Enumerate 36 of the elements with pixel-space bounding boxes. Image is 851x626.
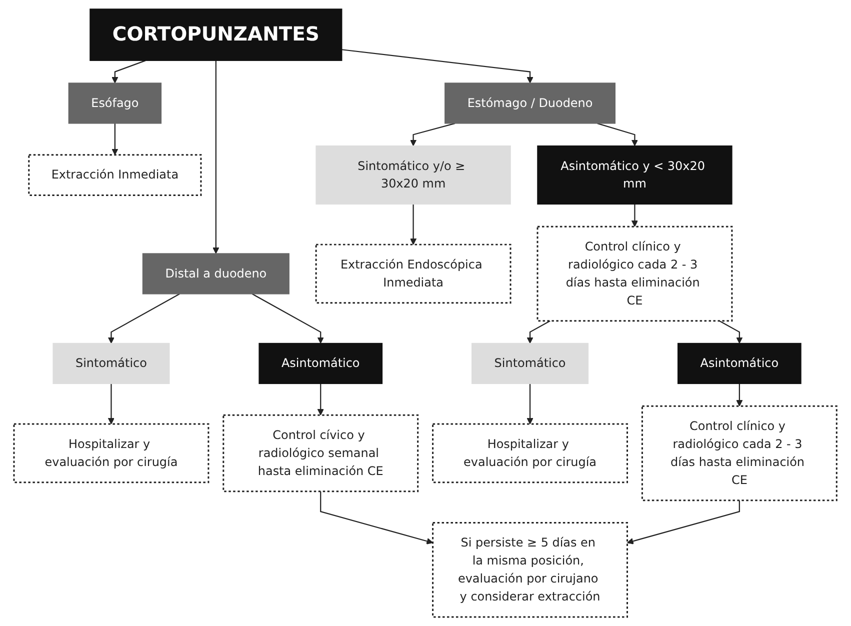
node-box: Hospitalizar y evaluación por cirugía — [13, 423, 210, 484]
node-box: Asintomático — [258, 342, 383, 384]
node-box: Hospitalizar y evaluación por cirugía — [432, 423, 628, 484]
node-box: Asintomático y < 30x20 mm — [537, 145, 732, 205]
arrow — [526, 384, 534, 424]
arrow — [410, 204, 417, 245]
node-box: Esófago — [68, 82, 162, 124]
arrow — [112, 60, 146, 84]
node-box: Sintomático — [52, 342, 170, 384]
arrow — [526, 320, 551, 344]
arrow — [108, 293, 180, 344]
node-box: Asintomático — [678, 342, 802, 384]
arrow — [112, 123, 118, 156]
node-box: Estómago / Duodeno — [444, 82, 616, 124]
arrow — [719, 320, 743, 344]
node-box: Control clínico y radiológico cada 2 - 3 días hasta eliminación CE — [642, 405, 838, 502]
node-box: Control clínico y radiológico cada 2 - 3 días hasta eliminación CE — [536, 226, 733, 322]
node-box: Sintomático y/o ≥ 30x20 mm — [316, 145, 512, 205]
arrow — [410, 122, 456, 146]
node-box: CORTOPUNZANTES — [90, 8, 342, 61]
arrow — [108, 384, 115, 424]
arrow — [252, 293, 324, 344]
node-box: Extracción Endoscópica Inmediata — [315, 244, 512, 304]
arrow — [597, 122, 638, 146]
node-box: Distal a duodeno — [142, 253, 290, 294]
node-box: Control cívico y radiológico semanal hasta eliminación CE — [222, 414, 419, 492]
arrow — [318, 384, 324, 416]
arrow — [320, 491, 434, 544]
arrow — [627, 500, 740, 544]
node-box: Sintomático — [472, 342, 589, 384]
arrow — [736, 384, 743, 406]
node-box: Extracción Inmediata — [28, 154, 202, 196]
arrow — [212, 60, 220, 254]
node-box: Si persiste ≥ 5 días en la misma posición, evaluación por cirujano y considerar extracción — [432, 522, 628, 618]
arrow — [632, 204, 638, 227]
arrow — [342, 49, 534, 84]
